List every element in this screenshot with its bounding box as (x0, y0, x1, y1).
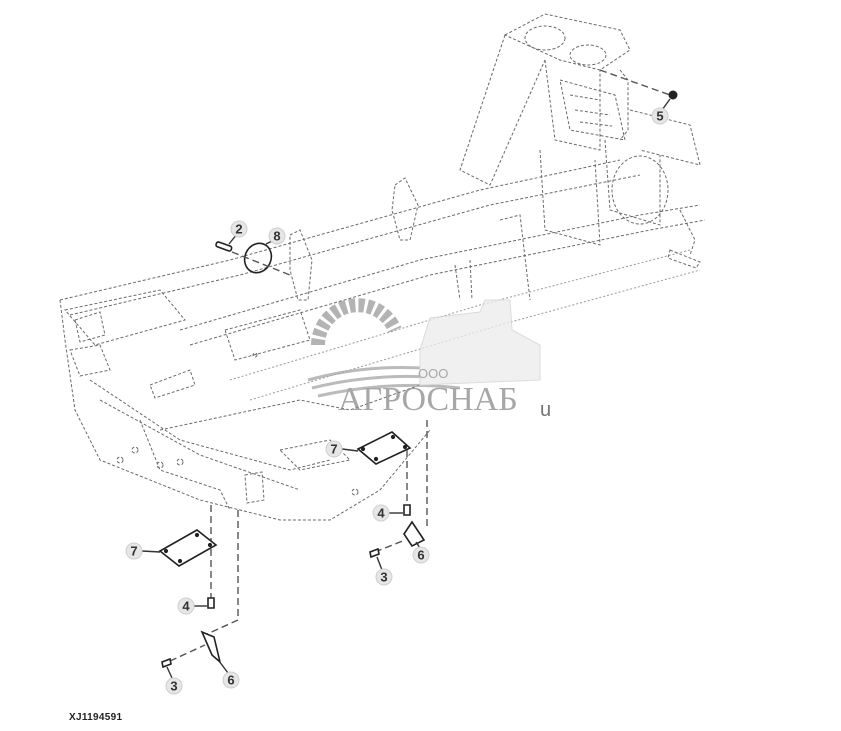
screw-icon (207, 597, 215, 609)
left-plate-assembly (141, 505, 239, 679)
bolt-icon (161, 657, 172, 669)
watermark-prefix: ООО (418, 366, 448, 381)
watermark-brand: АГРОСНАБ (338, 381, 518, 418)
callout-6-right: 6 (412, 546, 430, 564)
figure-id-label: XJ1194591 (69, 712, 123, 723)
svg-text:4: 4 (182, 599, 190, 614)
svg-text:4: 4 (377, 506, 385, 521)
plate-icon (356, 431, 412, 465)
right-plate-assembly (341, 420, 428, 571)
watermark-suffix: u (540, 399, 551, 421)
svg-text:7: 7 (130, 544, 137, 559)
svg-text:3: 3 (170, 679, 177, 694)
ring-icon (243, 242, 273, 274)
bolt-icon (668, 90, 678, 100)
callouts: 2 8 5 7 4 6 3 7 4 3 6 (125, 107, 669, 695)
pin-icon (215, 241, 233, 252)
svg-text:2: 2 (235, 222, 242, 237)
bolt-5-assembly (599, 69, 678, 111)
mower-deck (59, 289, 431, 521)
svg-text:6: 6 (227, 673, 234, 688)
svg-text:3: 3 (380, 570, 387, 585)
guard-icon (403, 520, 426, 548)
callout-3-left: 3 (165, 677, 183, 695)
callout-7-left: 7 (125, 542, 143, 560)
frame-rails (59, 159, 706, 401)
svg-text:7: 7 (330, 442, 337, 457)
screw-icon (403, 504, 411, 516)
bolt-icon (369, 547, 380, 559)
callout-4-right: 4 (372, 504, 390, 522)
callout-3-right: 3 (375, 568, 393, 586)
callout-8: 8 (268, 227, 286, 245)
upper-housing (459, 13, 701, 246)
svg-text:6: 6 (417, 548, 424, 563)
callout-6-left: 6 (222, 671, 240, 689)
guard-icon (200, 630, 222, 665)
callout-7-right: 7 (325, 440, 343, 458)
plate-icon (158, 529, 218, 567)
callout-4-left: 4 (177, 597, 195, 615)
watermark-logo: ООО АГРОСНАБ u (307, 298, 551, 421)
callout-5: 5 (651, 107, 669, 125)
svg-text:5: 5 (656, 109, 663, 124)
callout-2: 2 (230, 220, 248, 238)
svg-text:8: 8 (273, 229, 280, 244)
